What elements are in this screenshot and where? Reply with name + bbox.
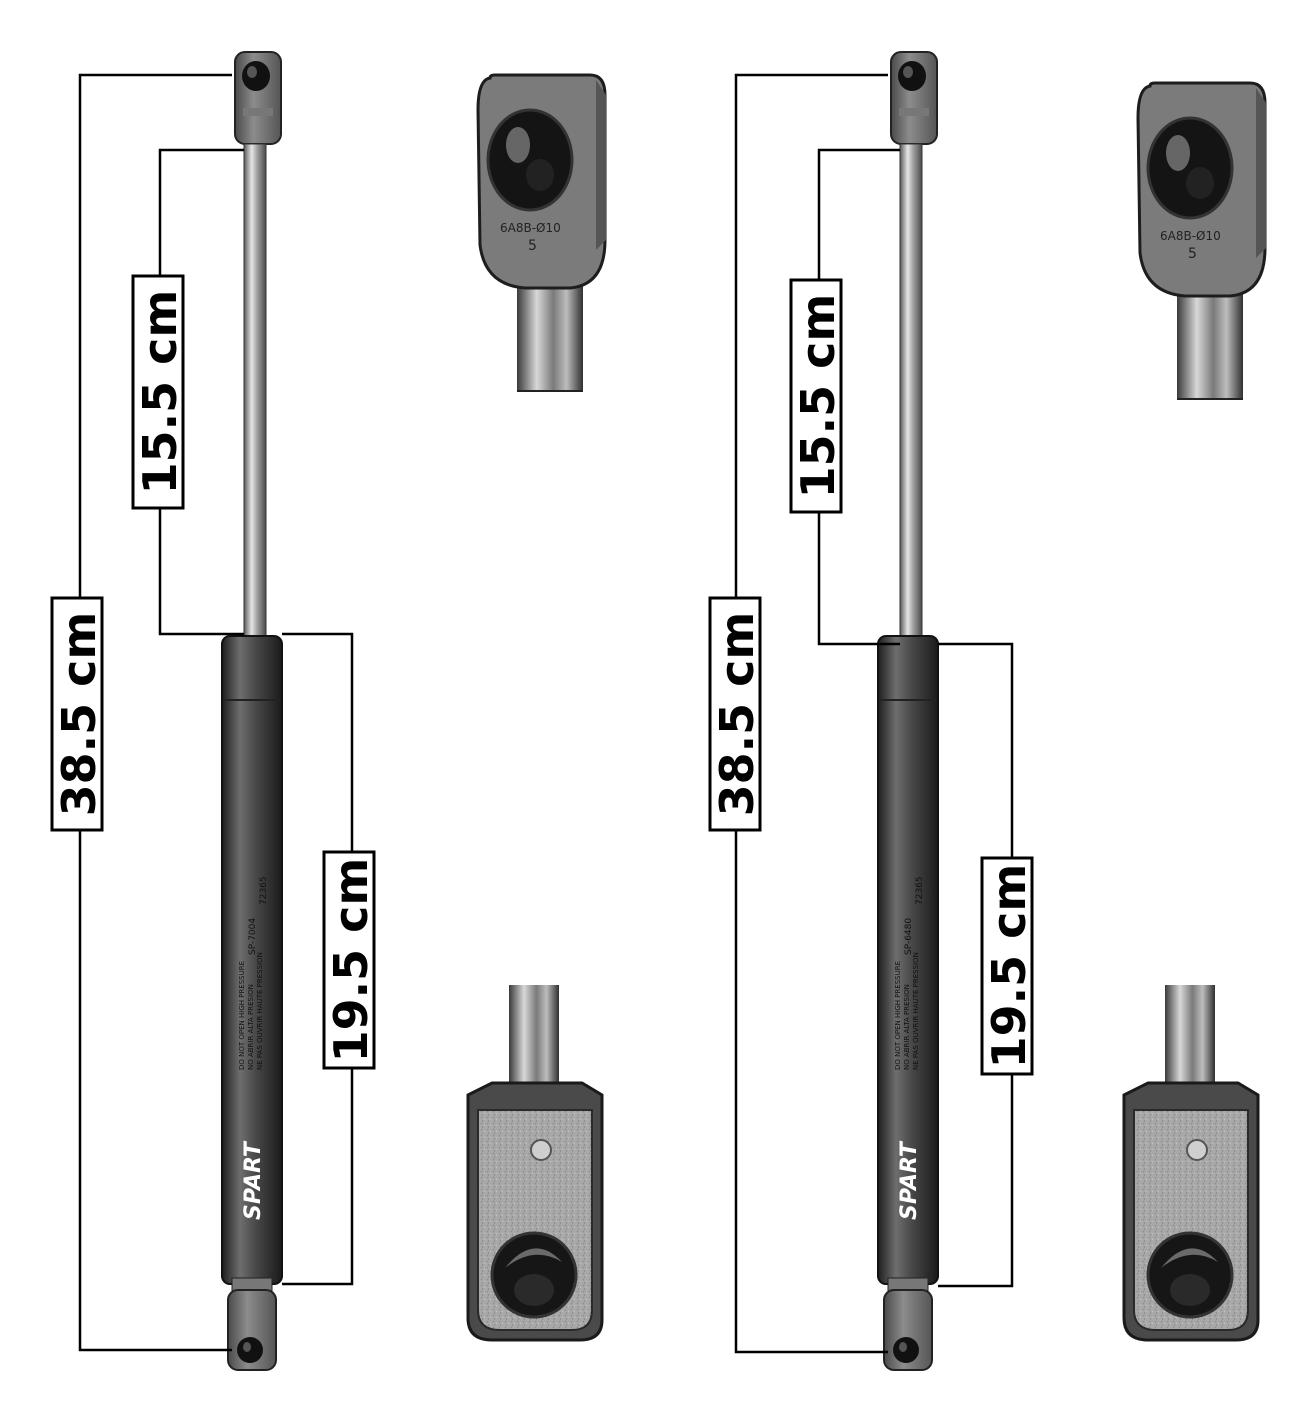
strut-1: SPART SP-7004 72365 DO NOT OPEN HIGH PRE… (50, 51, 608, 1371)
strut-1-warning-2: NO ABRIR ALTA PRESION (247, 984, 255, 1070)
strut-2-warning-1: DO NOT OPEN HIGH PRESSURE (894, 961, 902, 1070)
strut-2-total-length-label: 38.5 cm (708, 596, 764, 832)
strut-2-rod-length: 15.5 cm (791, 294, 845, 499)
strut-2-dimension-lines (734, 73, 1014, 1354)
strut-2-warning-3: NE PAS OUVRIR HAUTE PRESSION (912, 952, 920, 1070)
strut-1-fitting-number: 5 (528, 238, 537, 254)
strut-1-rod-length: 15.5 cm (133, 290, 187, 495)
strut-1-body-length-label: 19.5 cm (322, 850, 378, 1070)
strut-2-fitting-mark: 6A8B-Ø10 (1160, 229, 1221, 243)
strut-2-rod-length-label: 15.5 cm (789, 278, 845, 514)
strut-1-rod-length-label: 15.5 cm (131, 274, 187, 510)
strut-2-body-length: 19.5 cm (982, 864, 1036, 1069)
strut-1-top-fitting-closeup: 6A8B-Ø10 5 (476, 73, 608, 394)
strut-1-total-length-label: 38.5 cm (50, 596, 106, 832)
strut-2: SPART SP-6480 72365 DO NOT OPEN HIGH PRE… (708, 51, 1268, 1371)
strut-2-brand: SPART (897, 1140, 922, 1220)
strut-1-warning-3: NE PAS OUVRIR HAUTE PRESSION (256, 952, 264, 1070)
strut-1-dimension-lines (78, 73, 354, 1352)
strut-1-total-length: 38.5 cm (52, 612, 106, 817)
strut-1-fitting-mark: 6A8B-Ø10 (500, 221, 561, 235)
strut-2-code: 72365 (915, 876, 925, 905)
strut-1-brand: SPART (241, 1140, 266, 1220)
strut-2-warning-2: NO ABRIR ALTA PRESION (903, 984, 911, 1070)
strut-1-warning-1: DO NOT OPEN HIGH PRESSURE (238, 961, 246, 1070)
strut-2-part-number: SP-6480 (904, 918, 914, 955)
strut-2-top-fitting-closeup: 6A8B-Ø10 5 (1136, 81, 1268, 402)
strut-2-total-length: 38.5 cm (710, 612, 764, 817)
strut-2-bottom-fitting-closeup (1122, 983, 1260, 1342)
strut-1-code: 72365 (259, 876, 269, 905)
strut-1-part-number: SP-7004 (248, 918, 258, 955)
strut-2-fitting-number: 5 (1188, 246, 1197, 262)
strut-1-body-length: 19.5 cm (324, 858, 378, 1063)
strut-2-body-length-label: 19.5 cm (980, 856, 1036, 1076)
strut-1-bottom-fitting-closeup (466, 983, 604, 1342)
